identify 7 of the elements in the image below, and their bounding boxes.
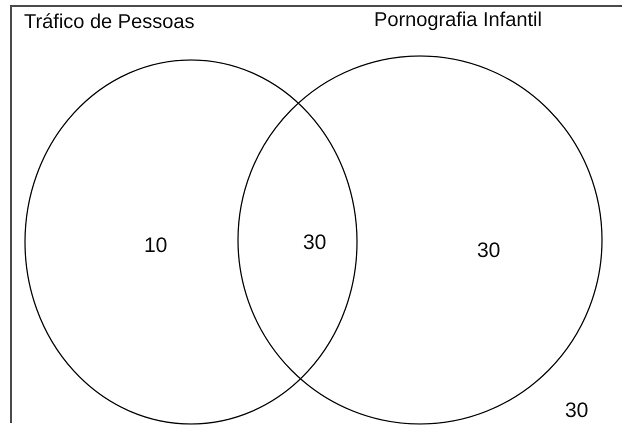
count-value: 30: [477, 240, 500, 261]
count-value: 30: [303, 232, 326, 253]
set-title: Tráfico de Pessoas: [24, 12, 194, 32]
count-value: 30: [565, 400, 588, 421]
set-title: Pornografia Infantil: [374, 10, 542, 30]
count-value: 10: [144, 235, 168, 256]
universe-frame: [10, 5, 622, 423]
